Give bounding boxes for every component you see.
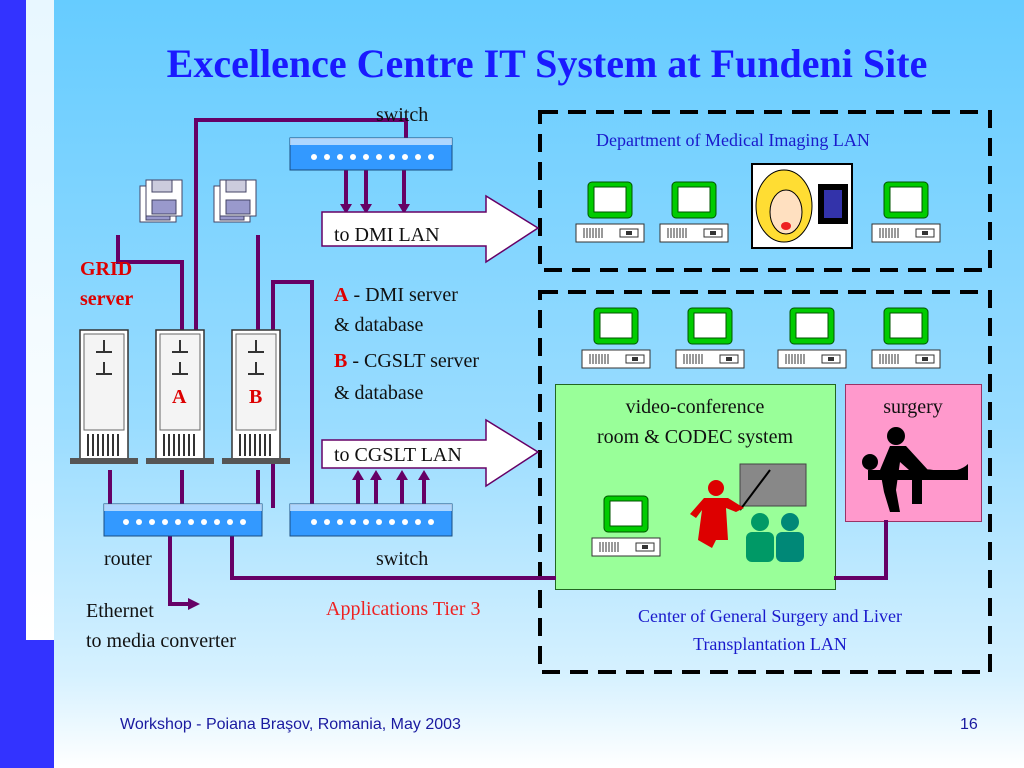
- to-cgslt-arrow: [321, 418, 540, 488]
- workstation-icon: [871, 181, 941, 243]
- ethernet-label-line1: Ethernet: [86, 600, 154, 622]
- legend-b-letter: B: [334, 350, 348, 372]
- switch-top-label: switch: [376, 104, 429, 126]
- left-accent-stripe: [26, 0, 54, 640]
- vc-room-label-line2: room & CODEC system: [596, 426, 794, 448]
- cgslt-lan-label-line2: Transplantation LAN: [693, 634, 847, 654]
- to-cgslt-lan-label: to CGSLT LAN: [334, 444, 462, 466]
- workstation-icon: [675, 307, 745, 369]
- workstation-icon: [659, 181, 729, 243]
- grid-server-label-line1: GRID: [80, 258, 133, 280]
- dmi-lan-label: Department of Medical Imaging LAN: [596, 130, 870, 150]
- codec-workstation-icon: [591, 495, 661, 557]
- cgslt-lan-boundary: [538, 290, 992, 674]
- ethernet-label-line2: to media converter: [86, 630, 236, 652]
- grid-server-label-line2: server: [80, 288, 134, 310]
- to-dmi-lan-label: to DMI LAN: [334, 224, 440, 246]
- to-dmi-arrow: [321, 194, 540, 264]
- applications-tier-label: Applications Tier 3: [326, 598, 481, 620]
- presenter-icon: [690, 463, 807, 562]
- legend-a-line2: & database: [334, 314, 424, 336]
- surgeon-icon: [862, 427, 968, 512]
- legend-b-text: - CGSLT server: [347, 350, 480, 372]
- cgslt-lan-label-line1: Center of General Surgery and Liver: [637, 606, 903, 626]
- page-number: 16: [960, 716, 978, 733]
- workstation-icon: [871, 307, 941, 369]
- legend-b-line1: B - CGSLT server: [334, 350, 479, 373]
- page-title: Excellence Centre IT System at Fundeni S…: [166, 41, 928, 86]
- legend-a-letter: A: [334, 284, 349, 306]
- workstation-icon: [777, 307, 847, 369]
- switch-bottom-label: switch: [376, 548, 429, 570]
- dmi-lan-boundary: [538, 110, 992, 272]
- legend-a-line1: A - DMI server: [334, 284, 458, 307]
- vc-room-label-line1: video-conference: [625, 396, 765, 418]
- footer-text: Workshop - Poiana Braşov, Romania, May 2…: [120, 716, 461, 733]
- surgery-label: surgery: [883, 396, 943, 418]
- switch-bottom-device: [289, 503, 453, 537]
- workstation-icon: [581, 307, 651, 369]
- router-device: [103, 503, 263, 537]
- router-label: router: [104, 548, 152, 570]
- radiologist-icon: [751, 163, 853, 249]
- legend-a-text: - DMI server: [348, 284, 458, 306]
- grid-server: [69, 329, 139, 465]
- server-a-label: A: [172, 386, 187, 408]
- workstation-icon: [575, 181, 645, 243]
- legend-b-line2: & database: [334, 382, 424, 404]
- server-b-label: B: [249, 386, 263, 408]
- switch-top-device: [289, 137, 453, 171]
